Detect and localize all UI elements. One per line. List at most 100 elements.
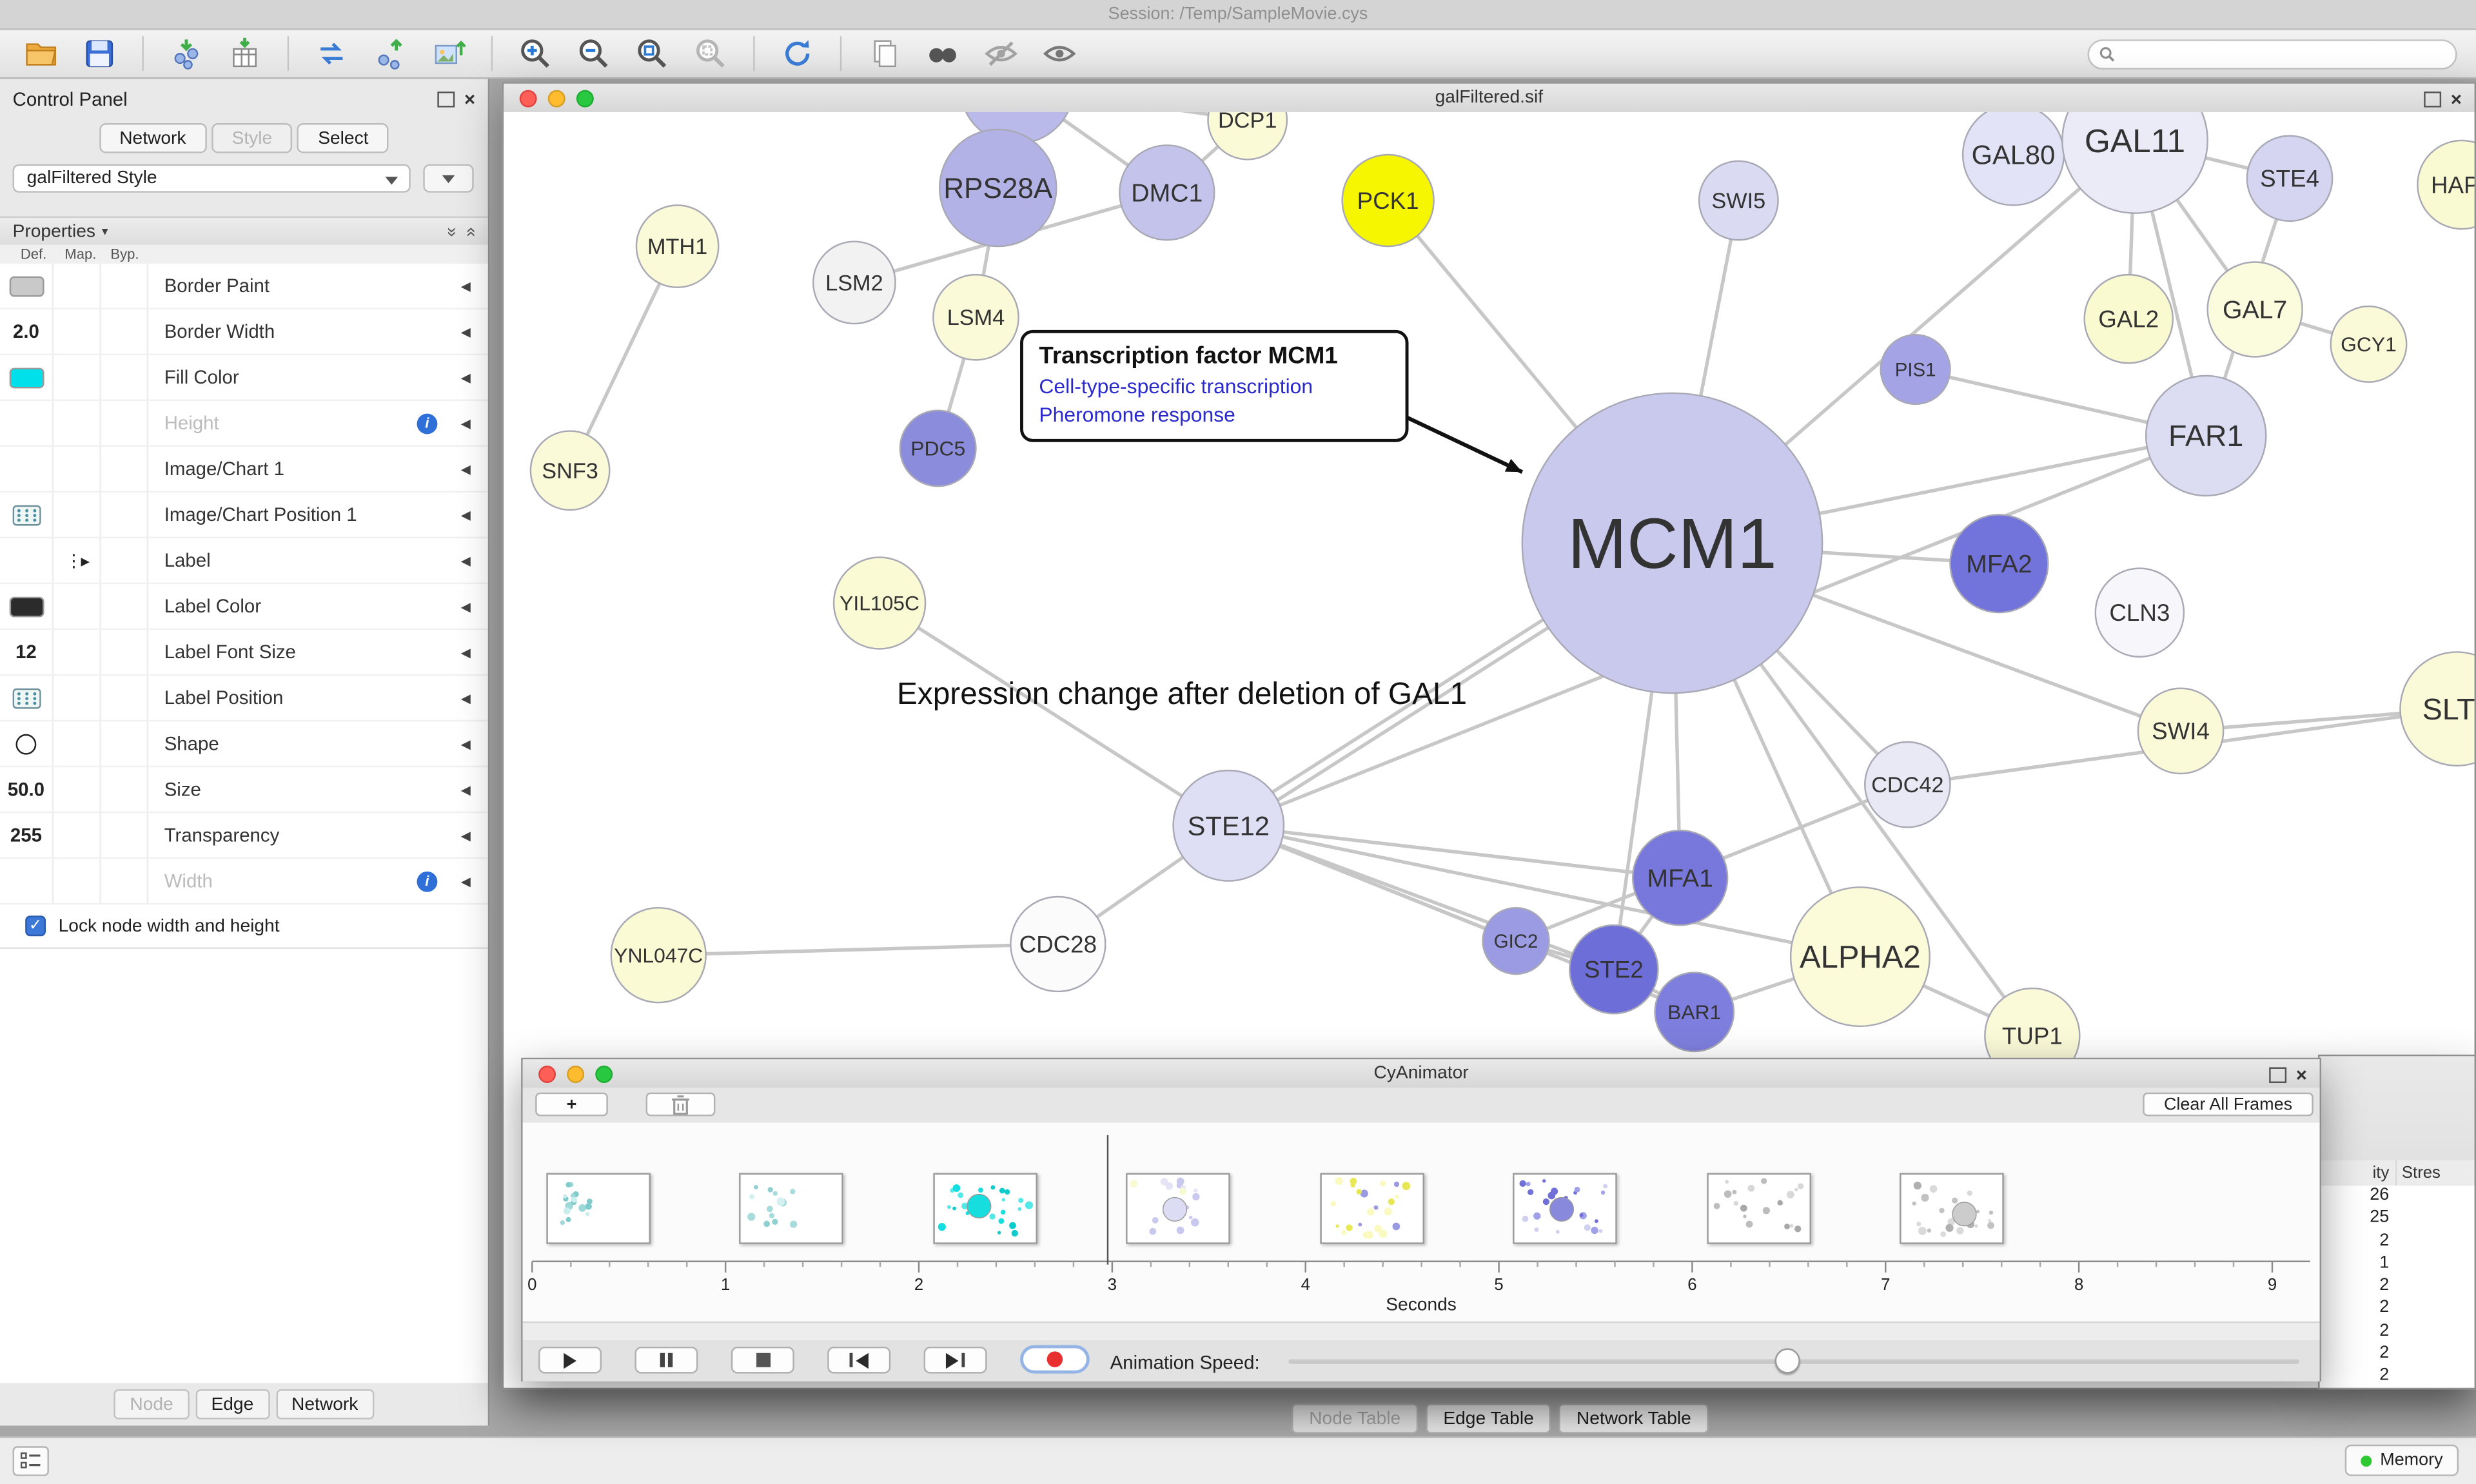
close-window-icon[interactable] xyxy=(538,1066,556,1084)
tab-style[interactable]: Style xyxy=(211,123,293,153)
keyframe-thumbnail-5[interactable] xyxy=(1513,1173,1618,1244)
expand-row-icon[interactable]: ◀ xyxy=(460,645,471,659)
expand-row-icon[interactable]: ◀ xyxy=(460,553,471,568)
tab-node-style[interactable]: Node xyxy=(113,1389,190,1420)
position-icon[interactable] xyxy=(12,504,41,525)
network-node-DMC1[interactable] xyxy=(1119,144,1215,241)
network-node-MFA2[interactable] xyxy=(1949,514,2049,614)
network-edge[interactable] xyxy=(878,601,1230,828)
table-cell-value[interactable]: 2 xyxy=(2379,1276,2390,1295)
zoom-fit-icon[interactable] xyxy=(633,35,671,73)
network-node-MTH1[interactable] xyxy=(635,204,720,288)
export-network-icon[interactable] xyxy=(371,35,409,73)
network-node-GIC2[interactable] xyxy=(1482,906,1550,975)
float-window-icon[interactable] xyxy=(437,92,455,108)
property-row-label-color[interactable]: Label Color◀ xyxy=(0,584,488,630)
property-row-label-position[interactable]: Label Position◀ xyxy=(0,676,488,722)
minimize-window-icon[interactable] xyxy=(547,90,565,108)
network-node-GAL11[interactable] xyxy=(2061,112,2208,214)
memory-button[interactable]: Memory xyxy=(2345,1444,2459,1476)
annotation-box[interactable]: Transcription factor MCM1 Cell-type-spec… xyxy=(1020,329,1409,442)
table-cell-value[interactable]: 2 xyxy=(2379,1321,2390,1340)
network-node-SWI4[interactable] xyxy=(2137,687,2225,775)
search-field[interactable] xyxy=(2087,39,2457,70)
network-node-STE2[interactable] xyxy=(1569,924,1659,1015)
expand-row-icon[interactable]: ◀ xyxy=(460,416,471,431)
delete-frame-button[interactable] xyxy=(645,1092,716,1117)
zoom-window-icon[interactable] xyxy=(576,90,594,108)
hide-selected-icon[interactable] xyxy=(982,35,1020,73)
network-node-ALPHA2[interactable] xyxy=(1789,886,1931,1028)
property-row-shape[interactable]: Shape◀ xyxy=(0,721,488,768)
style-options-button[interactable] xyxy=(423,164,474,193)
zoom-in-icon[interactable] xyxy=(516,35,555,73)
expand-row-icon[interactable]: ◀ xyxy=(460,599,471,614)
keyframe-thumbnail-7[interactable] xyxy=(1900,1173,2004,1244)
network-node-LSM2[interactable] xyxy=(812,240,896,325)
keyframe-thumbnail-3[interactable] xyxy=(1126,1173,1231,1244)
open-icon[interactable] xyxy=(22,35,60,73)
expand-row-icon[interactable]: ◀ xyxy=(460,278,471,293)
network-window-titlebar[interactable]: galFiltered.sif × xyxy=(504,83,2475,114)
tab-node-table[interactable]: Node Table xyxy=(1292,1403,1419,1434)
refresh-icon[interactable] xyxy=(778,35,816,73)
property-row-fill-color[interactable]: Fill Color◀ xyxy=(0,355,488,402)
network-node-CDC42[interactable] xyxy=(1864,741,1951,828)
record-button[interactable] xyxy=(1020,1345,1090,1374)
task-history-button[interactable] xyxy=(12,1446,49,1476)
playhead[interactable] xyxy=(1106,1135,1108,1265)
expand-row-icon[interactable]: ◀ xyxy=(460,874,471,888)
table-cell-value[interactable]: 1 xyxy=(2379,1253,2390,1273)
network-node-LSM4[interactable] xyxy=(932,273,1019,361)
import-network-icon[interactable] xyxy=(168,35,206,73)
network-node-STE4[interactable] xyxy=(2246,135,2334,222)
discrete-mapping-icon[interactable]: ⋮▸ xyxy=(64,551,90,571)
network-node-PCK1[interactable] xyxy=(1341,153,1435,248)
table-header-row[interactable]: ity Stres xyxy=(2319,1160,2475,1187)
timeline-scrollbar[interactable] xyxy=(522,1321,2320,1341)
network-node-MFA1[interactable] xyxy=(1632,829,1729,926)
network-node-GAL7[interactable] xyxy=(2206,261,2303,358)
lock-checkbox[interactable]: ✓ xyxy=(25,915,46,937)
network-node-GCY1[interactable] xyxy=(2330,305,2408,383)
position-icon[interactable] xyxy=(12,687,41,708)
color-swatch[interactable] xyxy=(8,596,44,617)
dock-window-icon[interactable] xyxy=(2269,1067,2287,1084)
close-panel-icon[interactable]: × xyxy=(464,88,476,111)
color-swatch[interactable] xyxy=(8,367,44,388)
stop-button[interactable] xyxy=(731,1346,794,1374)
keyframe-thumbnail-4[interactable] xyxy=(1319,1173,1424,1244)
expand-row-icon[interactable]: ◀ xyxy=(460,324,471,339)
expand-row-icon[interactable]: ◀ xyxy=(460,462,471,476)
annotation-link[interactable]: Pheromone response xyxy=(1039,402,1235,427)
keyframe-thumbnail-1[interactable] xyxy=(740,1173,844,1244)
tab-edge-table[interactable]: Edge Table xyxy=(1426,1403,1551,1434)
expand-row-icon[interactable]: ◀ xyxy=(460,828,471,843)
expand-row-icon[interactable]: ◀ xyxy=(460,782,471,797)
property-row-image-chart-1[interactable]: Image/Chart 1◀ xyxy=(0,447,488,493)
show-all-icon[interactable] xyxy=(1041,35,1079,73)
close-view-icon[interactable]: × xyxy=(2295,1064,2307,1086)
expand-row-icon[interactable]: ◀ xyxy=(460,507,471,522)
table-column-ity[interactable]: ity xyxy=(2372,1163,2390,1183)
play-button[interactable] xyxy=(538,1346,602,1374)
tab-network-style[interactable]: Network xyxy=(275,1389,374,1420)
ellipse-shape-icon[interactable] xyxy=(15,733,37,754)
annotation-link[interactable]: Cell-type-specific transcription xyxy=(1039,374,1313,398)
export-image-icon[interactable] xyxy=(429,35,467,73)
tab-select[interactable]: Select xyxy=(297,123,389,153)
add-frame-button[interactable]: + xyxy=(535,1092,608,1117)
close-view-icon[interactable]: × xyxy=(2450,88,2462,111)
import-table-icon[interactable] xyxy=(226,35,264,73)
pause-button[interactable] xyxy=(634,1346,698,1374)
network-node-SNF3[interactable] xyxy=(529,430,611,511)
expand-row-icon[interactable]: ◀ xyxy=(460,370,471,385)
network-node-FAR1[interactable] xyxy=(2145,375,2267,497)
default-value[interactable]: 50.0 xyxy=(0,767,54,812)
table-cell-value[interactable]: 2 xyxy=(2379,1231,2390,1250)
keyframe-thumbnail-0[interactable] xyxy=(546,1173,651,1244)
